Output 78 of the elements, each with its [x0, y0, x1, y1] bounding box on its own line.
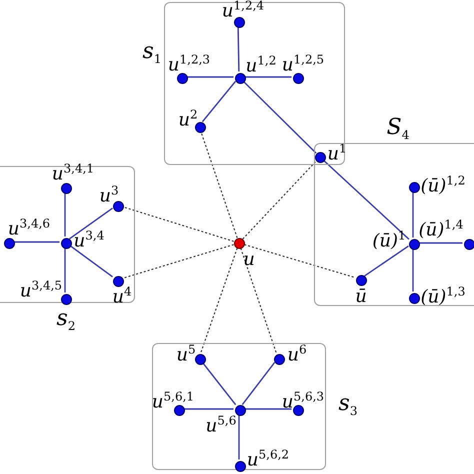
vertex-dot	[234, 404, 246, 416]
dashed-edge	[200, 248, 238, 353]
vertex-dot	[60, 182, 72, 194]
edge-line	[418, 242, 462, 244]
vertex-dot	[356, 274, 366, 286]
edge-line	[64, 192, 66, 236]
vertex-dot	[234, 16, 244, 28]
edge-line	[202, 362, 236, 406]
group-label: s$_{3}$	[338, 392, 358, 418]
edge-line	[238, 414, 240, 460]
dashed-edge	[240, 248, 277, 353]
group-label: S$_{4}$	[386, 116, 410, 142]
dashed-edge	[122, 206, 234, 242]
vertex-dot	[234, 72, 246, 84]
vertex-label: u$^{2}$	[178, 108, 198, 130]
vertex-dot	[234, 238, 244, 248]
vertex-label: ū	[355, 288, 367, 306]
edge-line	[244, 76, 292, 78]
vertex-label: u$^{5,6,3}$	[282, 390, 324, 412]
dashed-edge	[122, 244, 234, 279]
edge-line	[237, 26, 240, 72]
vertex-dot	[292, 72, 304, 84]
vertex-label: u$^{1}$	[327, 142, 347, 164]
edge-line	[242, 362, 276, 406]
group-label: s$_{2}$	[56, 308, 76, 332]
vertex-label: u$^{4}$	[112, 286, 132, 306]
vertex-dot	[176, 72, 188, 84]
vertex-label: u$^{3}$	[99, 184, 119, 206]
vertex-dot	[112, 200, 124, 212]
edge-line	[69, 244, 113, 278]
vertex-label: u$^{5,6,1}$	[152, 390, 194, 412]
edge-line	[244, 408, 292, 410]
vertex-dot	[60, 238, 72, 248]
vertex-dot	[234, 460, 246, 472]
vertex-label: u$^{1,2,3}$	[168, 54, 210, 74]
dashed-edge	[244, 244, 355, 278]
vertex-dot	[194, 354, 206, 364]
group-label: s$_{1}$	[142, 40, 162, 66]
vertex-label: u$^{5}$	[176, 344, 196, 364]
vertex-dot	[464, 238, 474, 250]
edge-line	[186, 76, 234, 78]
vertex-dot	[408, 238, 420, 250]
edge-line	[14, 241, 60, 243]
vertex-label: (ū)$^{1,4}$	[418, 218, 464, 240]
vertex-label: u$^{3,4,1}$	[52, 162, 94, 184]
edge-line	[324, 160, 410, 240]
vertex-dot	[174, 404, 184, 416]
edge-line	[412, 192, 414, 238]
dashed-edge	[242, 160, 317, 240]
vertex-label: (ū)$^{1,3}$	[420, 286, 466, 306]
vertex-dot	[292, 404, 304, 416]
vertex-dot	[112, 276, 124, 286]
edge-line	[364, 246, 409, 276]
vertex-label: u$^{3,4}$	[74, 230, 104, 250]
vertex-label: u$^{6}$	[287, 344, 307, 364]
vertex-label: u	[243, 251, 255, 269]
vertex-label: u$^{3,4,6}$	[8, 218, 50, 238]
edge-line	[242, 80, 317, 154]
edge-line	[412, 248, 414, 292]
edge-line	[69, 208, 113, 240]
vertex-label: u$^{3,4,5}$	[20, 280, 62, 300]
vertex-label: u$^{1,2,4}$	[222, 0, 264, 20]
vertex-dot	[408, 182, 420, 192]
vertex-dot	[194, 122, 206, 132]
vertex-dot	[60, 294, 72, 304]
edge-line	[202, 80, 236, 122]
vertex-label: u$^{1,2}$	[246, 54, 276, 76]
vertex-dot	[408, 292, 420, 304]
edge-line	[184, 408, 234, 410]
vertex-label: u$^{5,6,2}$	[246, 448, 290, 470]
vertex-label: u$^{5,6}$	[206, 414, 236, 436]
vertex-dot	[4, 238, 14, 248]
vertex-label: u$^{1,2,5}$	[282, 54, 324, 74]
vertex-label: (ū)$^{1}$	[372, 230, 406, 250]
vertex-label: (ū)$^{1,2}$	[420, 174, 466, 196]
dashed-edge	[200, 131, 238, 238]
vertex-dot	[274, 354, 284, 364]
edge-line	[64, 248, 66, 292]
